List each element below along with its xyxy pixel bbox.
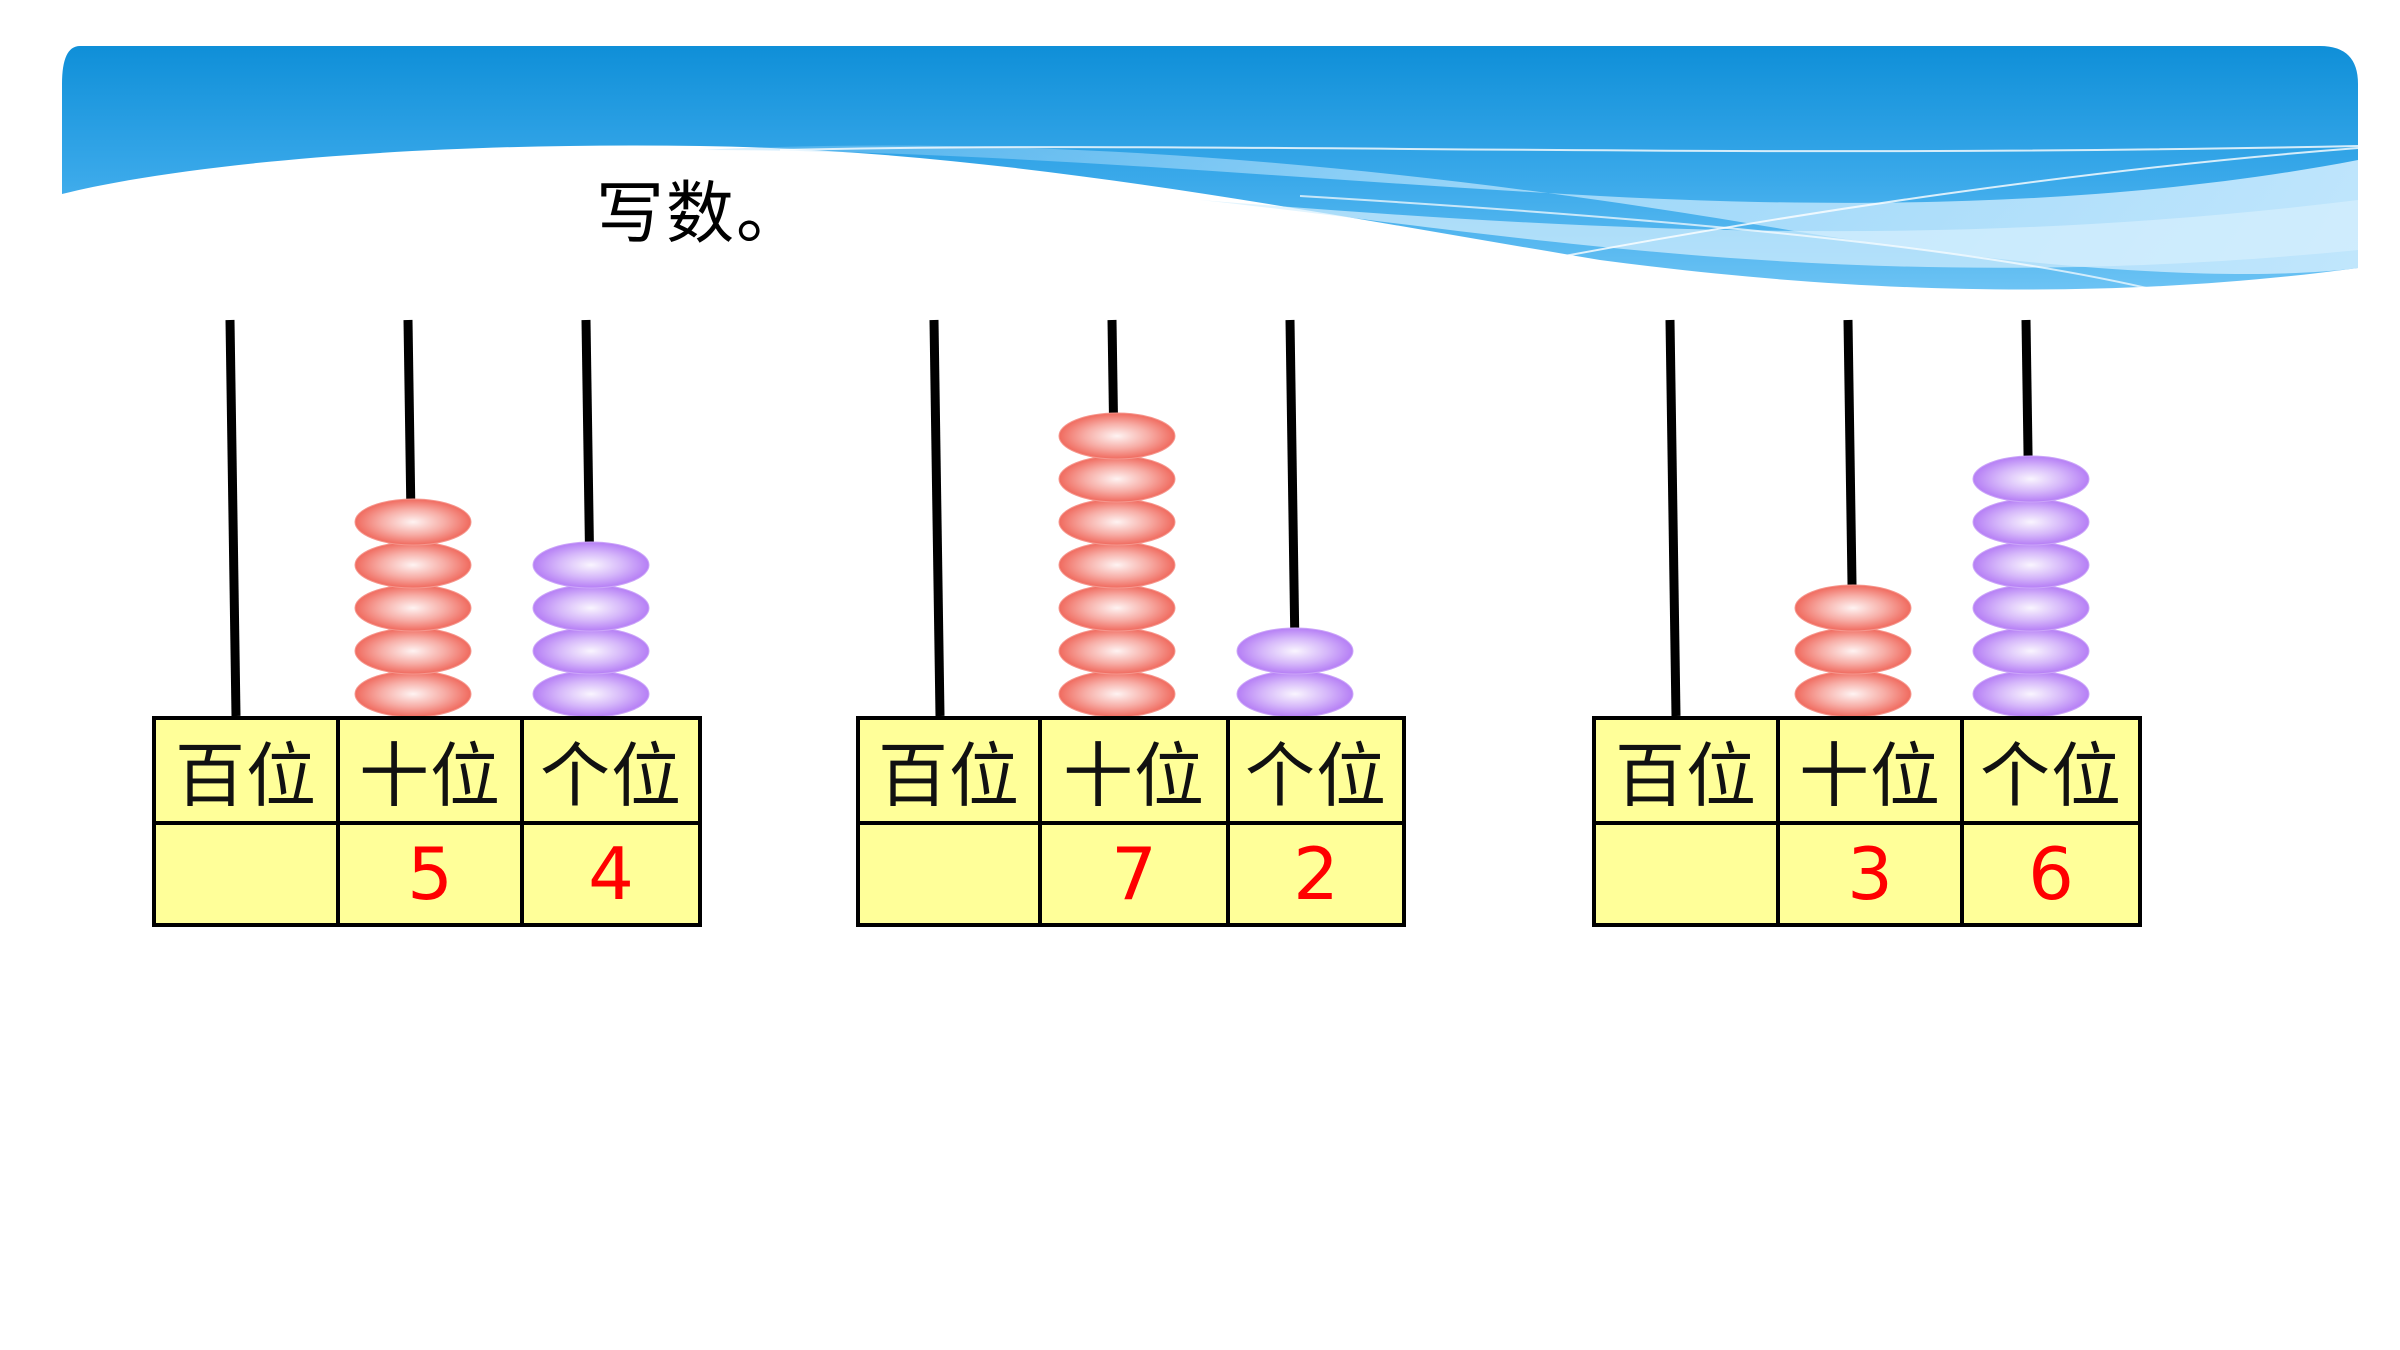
tens-label: 十位 (1776, 716, 1964, 825)
ones-bead (1972, 670, 2090, 718)
ones-bead (1972, 455, 2090, 503)
tens-value-cell[interactable]: 5 (336, 821, 524, 927)
hundreds-rod (1665, 319, 1681, 717)
ones-label: 个位 (1960, 716, 2142, 825)
tens-bead (354, 498, 472, 546)
tens-bead (1794, 627, 1912, 675)
hundreds-label: 百位 (856, 716, 1042, 825)
hundreds-rod (929, 319, 945, 717)
ones-bead (532, 541, 650, 589)
instruction-text: 写数。 (596, 175, 807, 254)
ones-label: 个位 (520, 716, 702, 825)
ones-bead (1972, 498, 2090, 546)
place-value-table-1: 百位 十位 个位 5 4 (152, 716, 702, 927)
ones-bead (1972, 627, 2090, 675)
hundreds-value-cell[interactable] (152, 821, 340, 927)
place-value-table-2: 百位 十位 个位 7 2 (856, 716, 1406, 927)
tens-bead (1794, 584, 1912, 632)
ones-bead (1236, 627, 1354, 675)
tens-label: 十位 (1038, 716, 1230, 825)
hundreds-value-cell[interactable] (1592, 821, 1780, 927)
tens-value-cell[interactable]: 7 (1038, 821, 1230, 927)
ones-value-cell[interactable]: 6 (1960, 821, 2142, 927)
ones-value-cell[interactable]: 2 (1226, 821, 1406, 927)
tens-value-cell[interactable]: 3 (1776, 821, 1964, 927)
hundreds-label: 百位 (152, 716, 340, 825)
place-value-table-3: 百位 十位 个位 3 6 (1592, 716, 2142, 927)
hundreds-rod (225, 319, 241, 717)
hundreds-label: 百位 (1592, 716, 1780, 825)
tens-bead (1794, 670, 1912, 718)
ones-value-cell[interactable]: 4 (520, 821, 702, 927)
tens-label: 十位 (336, 716, 524, 825)
ones-bead (1972, 541, 2090, 589)
hundreds-value-cell[interactable] (856, 821, 1042, 927)
ones-bead (1972, 584, 2090, 632)
ones-label: 个位 (1226, 716, 1406, 825)
header-wave-banner (62, 46, 2359, 297)
tens-bead (1058, 412, 1176, 460)
